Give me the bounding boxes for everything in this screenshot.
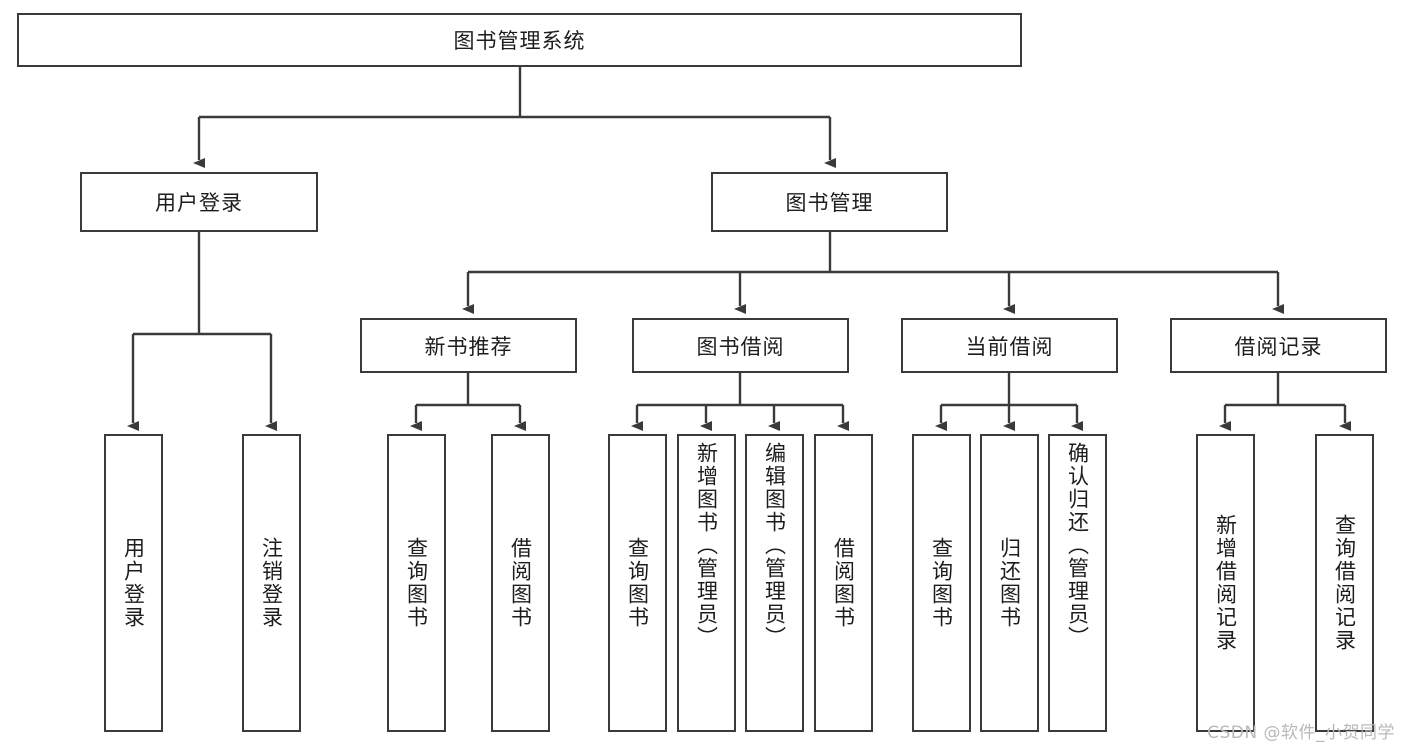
node-label: 确认归还（管理员） [1065,442,1090,649]
leaf-borrow-record-add-record[interactable]: 新增借阅记录 [1196,434,1255,732]
node-label: 归还图书 [997,537,1022,629]
leaf-borrow-record-query-record[interactable]: 查询借阅记录 [1315,434,1374,732]
node-label: 新增图书（管理员） [694,442,719,649]
node-label: 新增借阅记录 [1213,514,1238,652]
leaf-book-borrow-query-book[interactable]: 查询图书 [608,434,667,732]
leaf-user-login-login[interactable]: 用户登录 [104,434,163,732]
leaf-current-borrow-confirm-return-admin[interactable]: 确认归还（管理员） [1048,434,1107,732]
node-label: 图书管理 [785,191,874,215]
node-label: 用户登录 [121,537,146,629]
node-label: 借阅记录 [1234,334,1323,359]
node-book-borrow[interactable]: 图书借阅 [632,318,849,373]
leaf-new-book-borrow-book[interactable]: 借阅图书 [491,434,550,732]
node-label: 借阅图书 [508,537,533,629]
node-label: 图书借阅 [696,334,785,359]
node-label: 当前借阅 [965,334,1054,359]
node-label: 图书管理系统 [453,29,586,53]
leaf-book-borrow-add-book-admin[interactable]: 新增图书（管理员） [677,434,736,732]
leaf-book-borrow-borrow-book[interactable]: 借阅图书 [814,434,873,732]
watermark: CSDN @软件_小贺同学 [1207,723,1395,743]
node-label: 查询图书 [404,537,429,629]
node-user-login[interactable]: 用户登录 [80,172,318,232]
node-borrow-record[interactable]: 借阅记录 [1170,318,1387,373]
node-label: 查询图书 [929,537,954,629]
node-label: 用户登录 [155,191,243,215]
leaf-current-borrow-query-book[interactable]: 查询图书 [912,434,971,732]
leaf-current-borrow-return-book[interactable]: 归还图书 [980,434,1039,732]
node-root-book-management-system[interactable]: 图书管理系统 [17,13,1022,67]
leaf-new-book-query-book[interactable]: 查询图书 [387,434,446,732]
node-label: 编辑图书（管理员） [762,442,787,649]
node-book-management[interactable]: 图书管理 [711,172,948,232]
node-label: 查询借阅记录 [1332,514,1357,652]
node-label: 查询图书 [625,537,650,629]
node-label: 注销登录 [259,537,284,629]
node-label: 新书推荐 [424,334,513,359]
node-label: 借阅图书 [831,537,856,629]
node-current-borrow[interactable]: 当前借阅 [901,318,1118,373]
node-new-book-recommend[interactable]: 新书推荐 [360,318,577,373]
leaf-user-login-logout[interactable]: 注销登录 [242,434,301,732]
leaf-book-borrow-edit-book-admin[interactable]: 编辑图书（管理员） [745,434,804,732]
